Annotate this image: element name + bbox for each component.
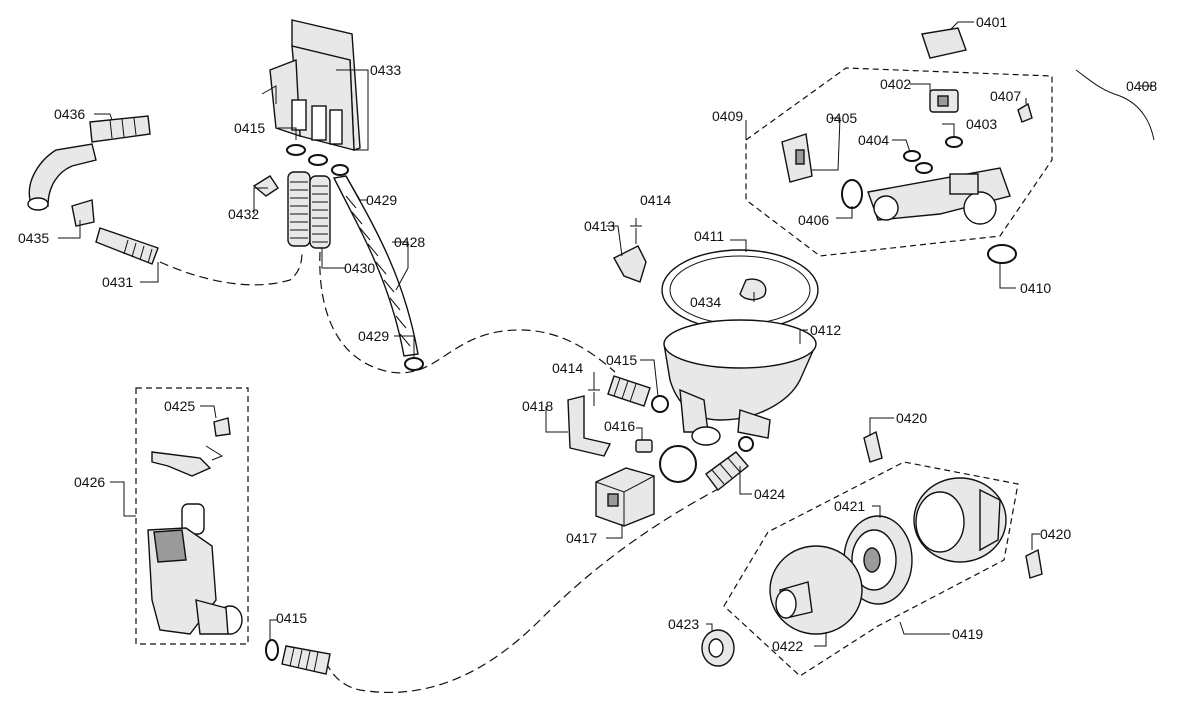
hose-path-drain-left [159, 251, 303, 286]
label-0409: 0409 [712, 108, 744, 124]
label-0414-top: 0414 [640, 192, 672, 208]
part-0415-ring-lower [265, 639, 279, 661]
label-0408: 0408 [1126, 78, 1158, 94]
part-0429-clamp-top [331, 164, 349, 176]
part-0418-bracket [567, 395, 612, 457]
label-0425: 0425 [164, 398, 196, 414]
part-0401-cover [921, 27, 967, 59]
label-0413: 0413 [584, 218, 616, 234]
group-0409-box [745, 67, 1053, 257]
part-0432-clip [252, 175, 279, 197]
label-0401: 0401 [976, 14, 1008, 30]
label-0416: 0416 [604, 418, 636, 434]
label-0404: 0404 [858, 132, 890, 148]
part-0417-valve [595, 467, 655, 527]
label-0434: 0434 [690, 294, 722, 310]
label-0426: 0426 [74, 474, 106, 490]
label-0430: 0430 [344, 260, 376, 276]
label-0405: 0405 [826, 110, 858, 126]
label-0432: 0432 [228, 206, 260, 222]
part-0430-corrugated-hoses [287, 171, 331, 249]
part-0423-grommet [701, 629, 735, 667]
label-0417: 0417 [566, 530, 598, 546]
label-0431: 0431 [102, 274, 134, 290]
label-0420-right: 0420 [1040, 526, 1072, 542]
label-0406: 0406 [798, 212, 830, 228]
part-0404-ring-2 [915, 162, 933, 174]
label-0429-lower: 0429 [358, 328, 390, 344]
part-0428-hose [332, 175, 419, 357]
part-0413-bracket [613, 245, 647, 283]
part-0410-clamp [987, 244, 1017, 264]
part-0431-drain-hose-end [95, 227, 159, 265]
label-0403: 0403 [966, 116, 998, 132]
part-0415-ring-top [286, 144, 306, 156]
label-0422: 0422 [772, 638, 804, 654]
part-0407-small-clip [1017, 102, 1033, 123]
part-0433-housing [261, 19, 361, 151]
part-0415-ring-top-2 [308, 154, 328, 166]
label-0415-mid: 0415 [606, 352, 638, 368]
part-0405-sensor [781, 133, 813, 183]
part-0415-ring-mid [651, 395, 669, 413]
part-0424-ring [738, 436, 754, 452]
part-0434-flap [739, 278, 767, 301]
part-0402-connector [929, 89, 959, 113]
label-0412: 0412 [810, 322, 842, 338]
label-0411: 0411 [694, 228, 725, 244]
part-0416-ring [659, 445, 697, 483]
label-0424: 0424 [754, 486, 786, 502]
part-0420-clip-right [1025, 548, 1043, 579]
part-0414-screw-top [630, 225, 642, 244]
hose-path-main [319, 251, 616, 374]
part-0406-ring [841, 179, 863, 209]
part-0404-ring-1 [903, 150, 921, 162]
label-0429-top: 0429 [366, 192, 398, 208]
part-0435-clip [71, 199, 95, 227]
group-0426-box [135, 387, 249, 645]
label-0415-top: 0415 [234, 120, 266, 136]
part-0425-clip [213, 417, 231, 437]
part-0429-clamp-lower [404, 357, 424, 371]
part-0420-clip-upper [863, 430, 883, 463]
part-0424-hose [705, 451, 750, 491]
label-0428: 0428 [394, 234, 426, 250]
part-0419-motor [913, 477, 1007, 563]
label-0435: 0435 [18, 230, 50, 246]
part-0415-mid-hose [607, 375, 651, 407]
part-0412-sump [663, 319, 817, 446]
label-0420-upper: 0420 [896, 410, 928, 426]
label-0423: 0423 [668, 616, 700, 632]
part-0415-lower-hose [281, 645, 331, 675]
label-0414-mid: 0414 [552, 360, 584, 376]
part-0426-pump-unit [147, 527, 243, 635]
leader-lines [58, 21, 1154, 647]
label-0418: 0418 [522, 398, 554, 414]
part-0426-lever [151, 451, 212, 477]
label-0436: 0436 [54, 106, 86, 122]
label-0433: 0433 [370, 62, 402, 78]
part-0422-pump [769, 545, 863, 635]
label-0410: 0410 [1020, 280, 1052, 296]
hose-path-lower [324, 487, 721, 693]
part-0416-small-clip [635, 439, 653, 453]
label-0421: 0421 [834, 498, 866, 514]
label-0419: 0419 [952, 626, 984, 642]
part-0403-ring [945, 136, 963, 148]
label-0415-lower: 0415 [276, 610, 308, 626]
part-0408-wire [1075, 69, 1155, 141]
part-0414-screw-mid [588, 389, 600, 406]
part-0436-elbow-hose [27, 115, 151, 211]
part-0411-seal-ring [661, 249, 819, 331]
label-0402: 0402 [880, 76, 912, 92]
group-0419-box [723, 461, 1019, 677]
label-0407: 0407 [990, 88, 1022, 104]
part-0410-pipe-assembly [867, 167, 1011, 225]
